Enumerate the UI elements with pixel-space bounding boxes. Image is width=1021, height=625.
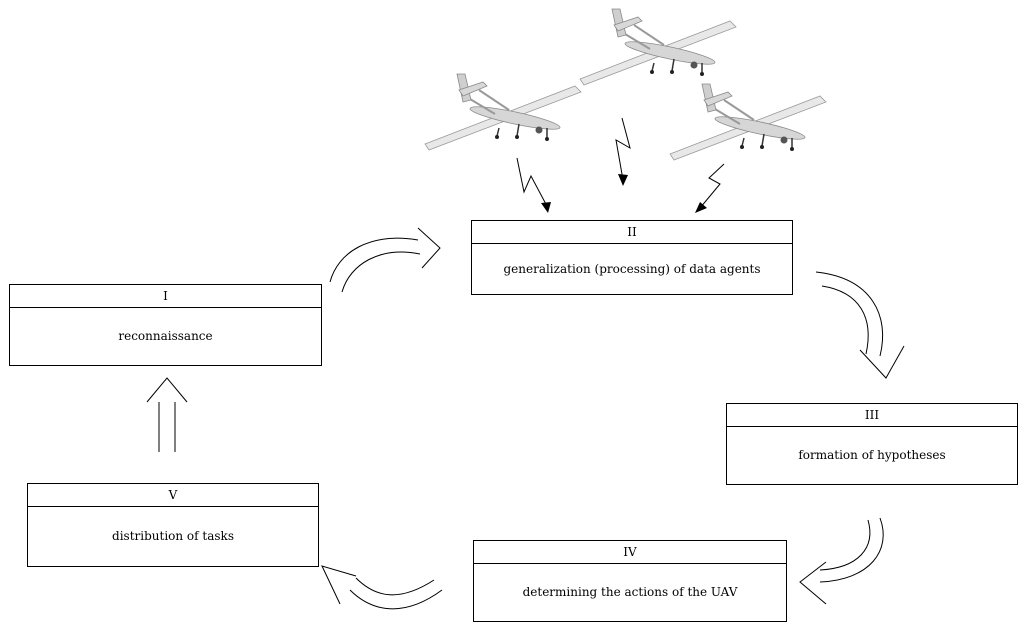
signal-arrow-center bbox=[615, 117, 631, 181]
stage-numeral: II bbox=[472, 221, 792, 244]
cycle-arrow-3-4 bbox=[799, 517, 884, 605]
stage-label: reconnaissance bbox=[118, 329, 213, 343]
stage-label: formation of hypotheses bbox=[798, 448, 946, 462]
stage-numeral: III bbox=[727, 404, 1017, 427]
cycle-arrow-4-5 bbox=[321, 565, 443, 610]
stage-numeral: IV bbox=[474, 541, 786, 564]
stage-box-II: II generalization (processing) of data a… bbox=[471, 220, 793, 295]
signal-arrow-left bbox=[516, 157, 549, 209]
signal-arrow-right bbox=[699, 163, 725, 209]
stage-label: distribution of tasks bbox=[112, 529, 234, 543]
drone-icon bbox=[669, 83, 827, 161]
stage-label: determining the actions of the UAV bbox=[522, 585, 738, 599]
drone-icon bbox=[579, 8, 737, 86]
stage-box-V: V distribution of tasks bbox=[27, 483, 319, 567]
stage-numeral: I bbox=[10, 285, 321, 308]
stage-numeral: V bbox=[28, 484, 318, 507]
drone-icon bbox=[424, 73, 582, 151]
stage-label: generalization (processing) of data agen… bbox=[503, 262, 761, 276]
stage-box-I: I reconnaissance bbox=[9, 284, 322, 366]
stage-box-III: III formation of hypotheses bbox=[726, 403, 1018, 485]
cycle-arrow-5-1 bbox=[146, 377, 188, 452]
stage-box-IV: IV determining the actions of the UAV bbox=[473, 540, 787, 622]
cycle-arrow-1-2 bbox=[329, 227, 441, 293]
cycle-arrow-2-3 bbox=[815, 271, 905, 379]
